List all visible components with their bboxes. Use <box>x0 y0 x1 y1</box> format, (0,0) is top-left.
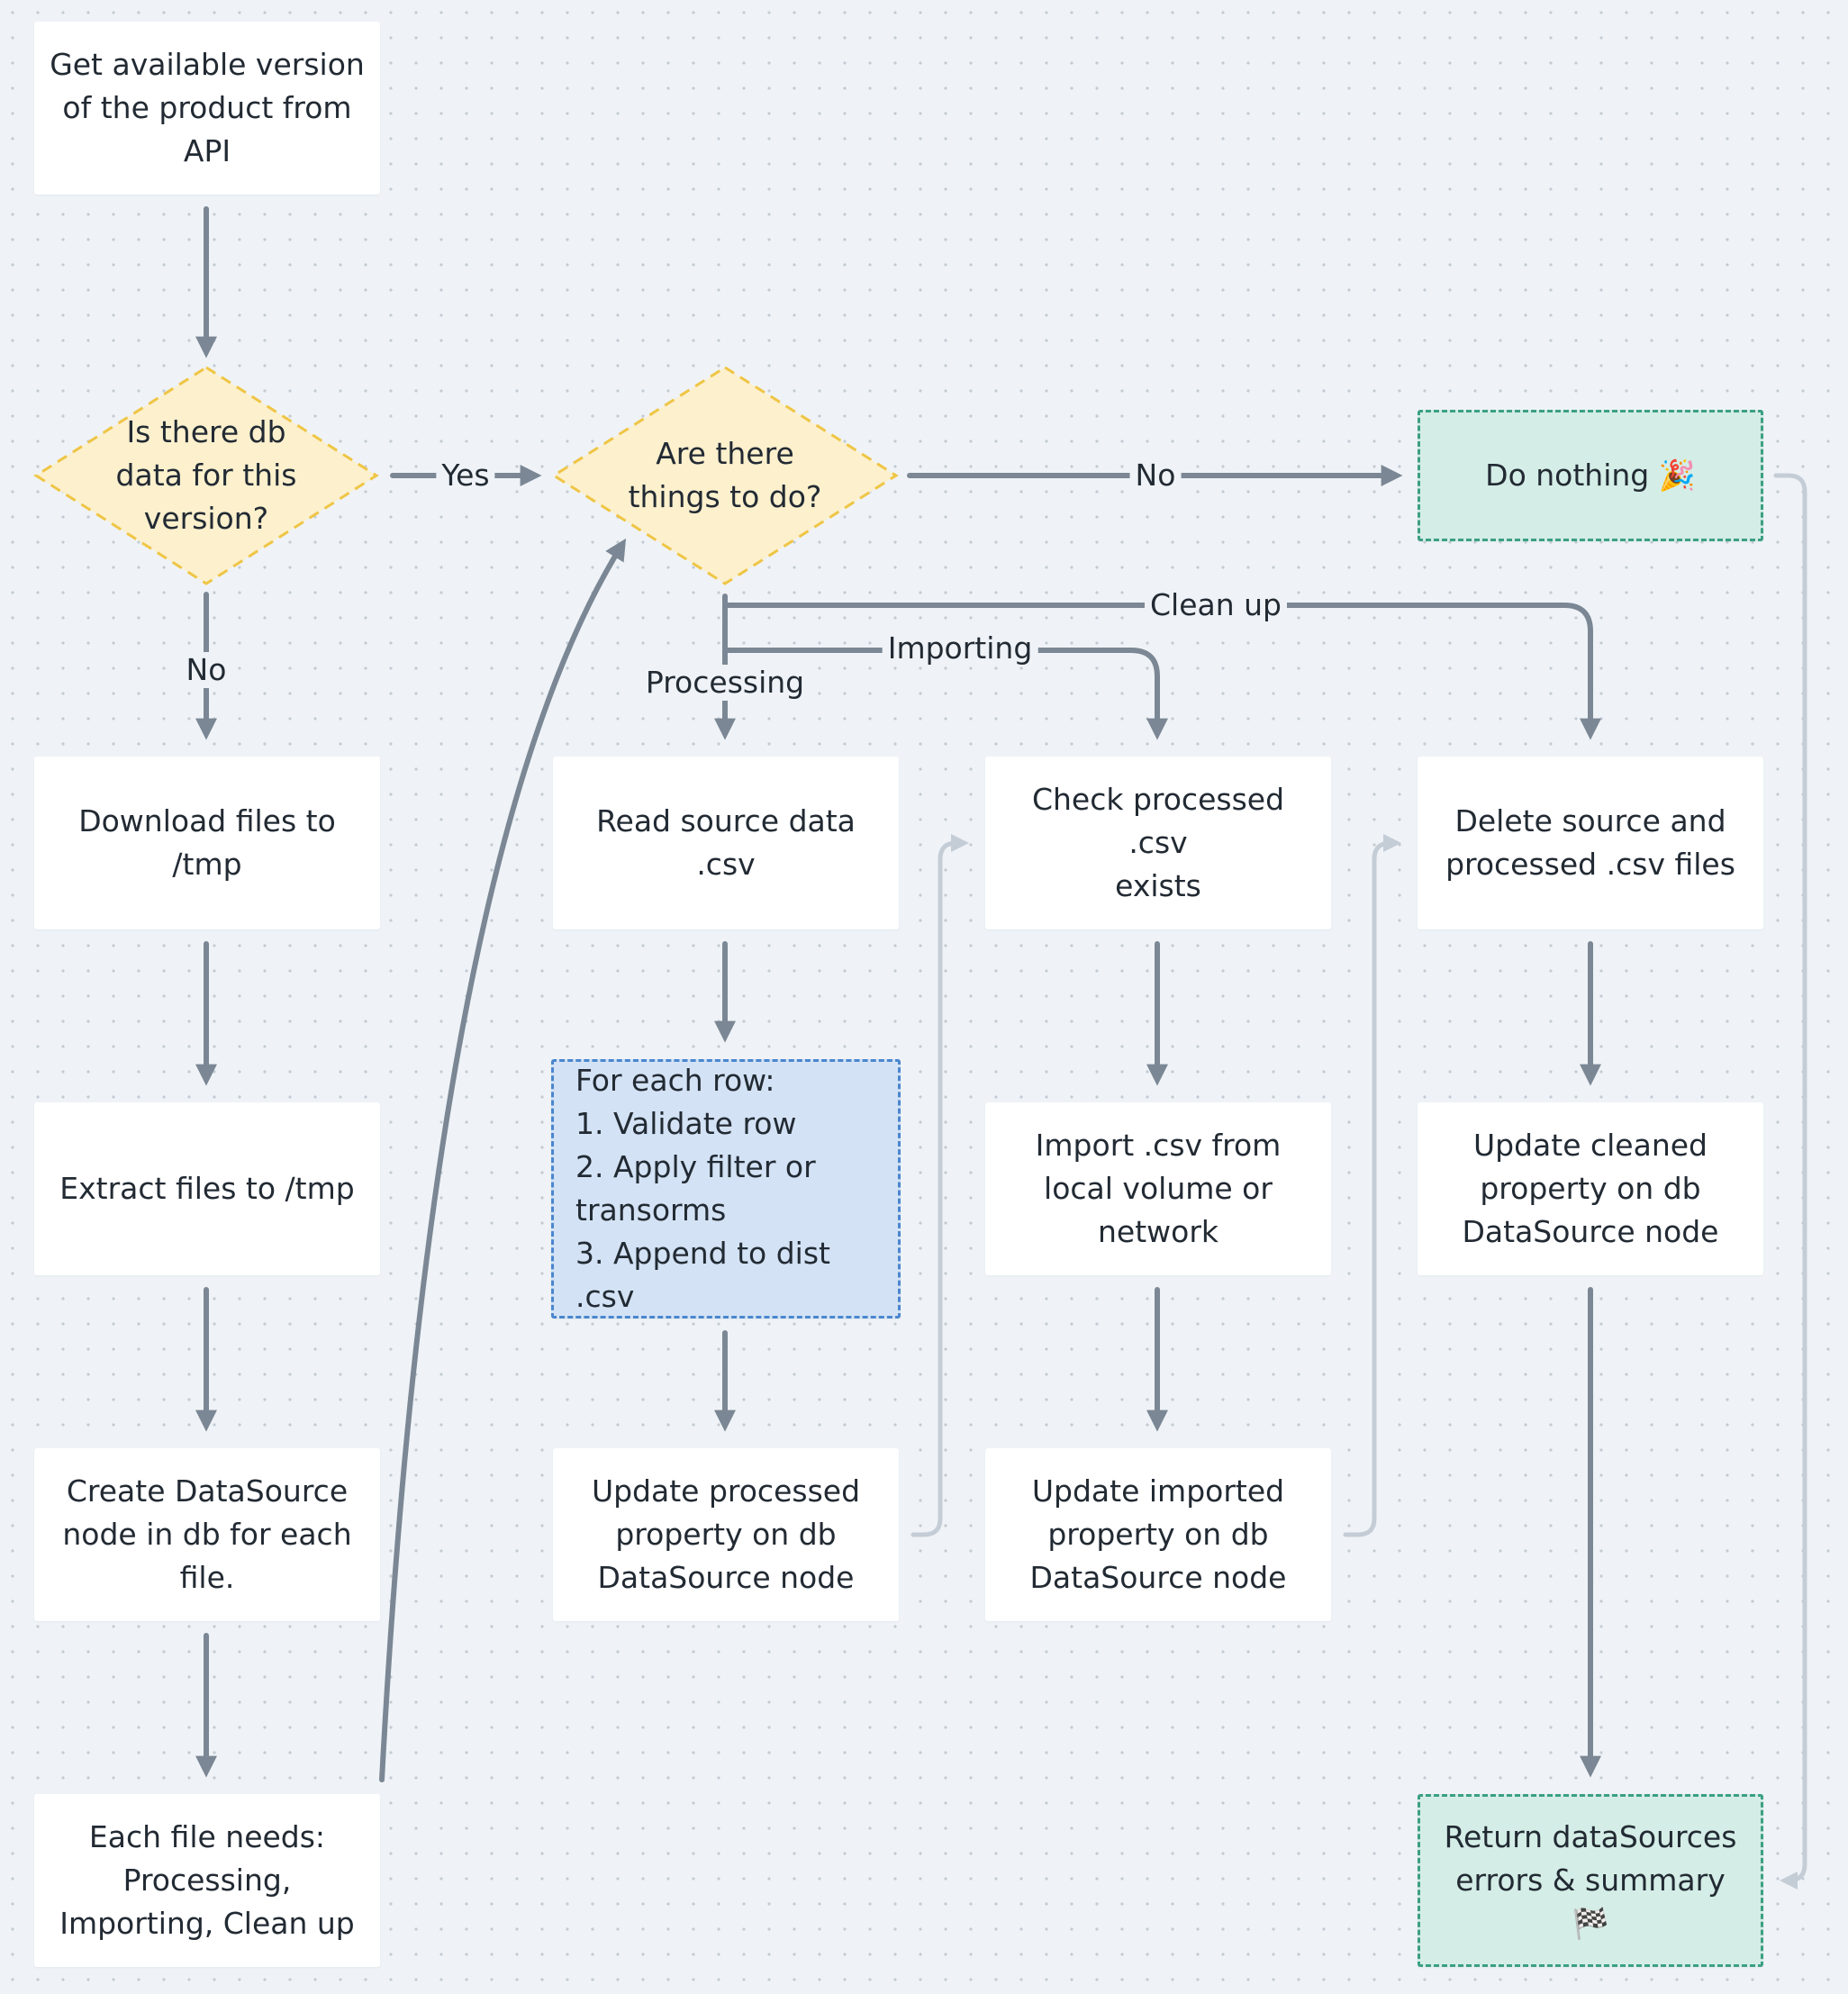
node-download-files: Download files to /tmp <box>34 757 380 929</box>
decision-diamond-things-to-do <box>551 366 899 585</box>
node-update-imported: Update imported property on db DataSourc… <box>985 1448 1331 1621</box>
decision-things-to-do-text: Are there things to do? <box>628 436 822 514</box>
node-import-csv: Import .csv from local volume or network <box>985 1102 1331 1275</box>
decision-diamond-db-data <box>33 366 379 585</box>
node-do-nothing: Do nothing 🎉 <box>1418 410 1763 541</box>
edge-update-processed-to-check <box>910 834 969 1537</box>
edge-label-no-down: No <box>180 652 232 688</box>
edge-label-clean-up: Clean up <box>1144 587 1288 623</box>
node-check-processed: Check processed .csv exists <box>985 757 1331 929</box>
node-get-version: Get available version of the product fro… <box>34 22 380 195</box>
edge-label-no-right: No <box>1129 458 1182 494</box>
edge-loop-back <box>379 538 627 1782</box>
edge-importing <box>722 610 1168 740</box>
edge-clean-up <box>722 603 1601 740</box>
node-create-datasource: Create DataSource node in db for each fi… <box>34 1448 380 1621</box>
edge-do-nothing-to-return <box>1773 473 1807 1890</box>
edge-update-imported-to-delete <box>1343 834 1401 1537</box>
node-extract-files: Extract files to /tmp <box>34 1102 380 1275</box>
node-update-cleaned: Update cleaned property on db DataSource… <box>1418 1102 1763 1275</box>
node-for-each-row: For each row: 1. Validate row 2. Apply f… <box>551 1059 901 1319</box>
edge-label-importing: Importing <box>882 630 1038 666</box>
decision-db-data-text: Is there db data for this version? <box>115 414 297 536</box>
node-delete-files: Delete source and processed .csv files <box>1418 757 1763 929</box>
edge-label-yes: Yes <box>436 458 495 494</box>
node-update-processed: Update processed property on db DataSour… <box>553 1448 899 1621</box>
node-return-summary: Return dataSources errors & summary 🏁 <box>1418 1794 1763 1967</box>
edge-label-processing: Processing <box>639 665 811 701</box>
node-each-file-needs: Each file needs: Processing, Importing, … <box>34 1794 380 1967</box>
node-read-source: Read source data .csv <box>553 757 899 929</box>
